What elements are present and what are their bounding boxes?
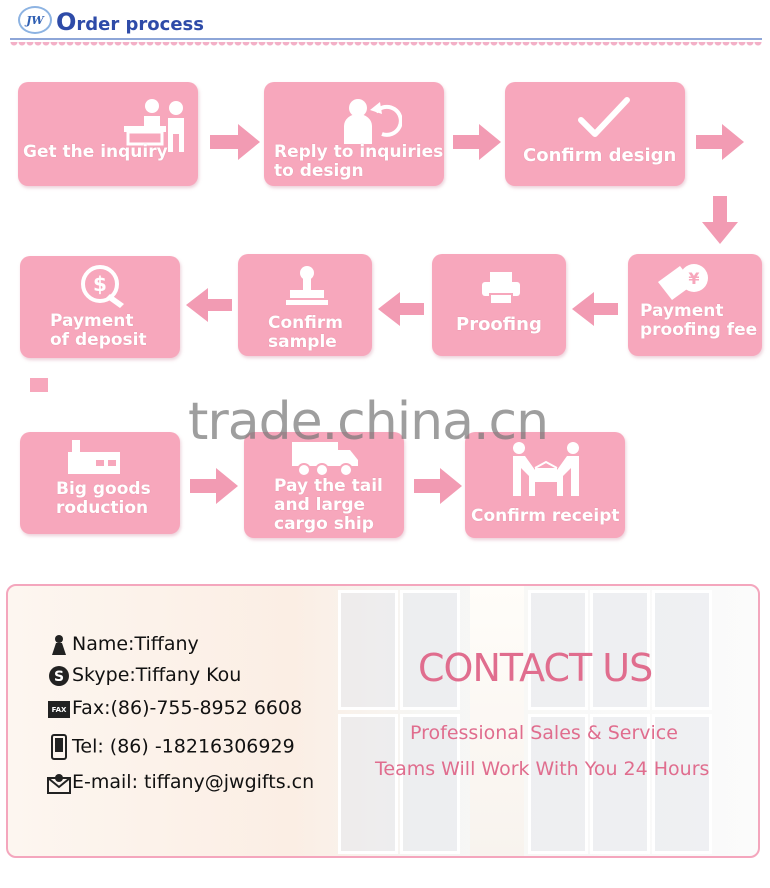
svg-text:¥: ¥ [688,269,699,288]
step-label: Big goods roduction [56,479,151,518]
window-pane [528,590,588,710]
step-proofing: Proofing [432,254,566,356]
contact-email[interactable]: E-mail: tiffany@jwgifts.cn [72,771,315,793]
contact-us-title: CONTACT US [418,646,653,690]
step-label: Get the inquiry [23,142,168,162]
arrow-right-1 [210,124,260,164]
dollar-coin-icon: $ [81,265,124,308]
contact-fax-row: FAX Fax:(86)-755-8952 6608 [46,697,302,720]
fax-icon: FAX [48,700,70,718]
window-pane [652,714,712,854]
step-get-inquiry: Get the inquiry [18,82,198,186]
phone-icon [51,734,67,760]
window-pane [652,590,712,710]
step-label: Payment of deposit [50,311,147,350]
truck-icon [292,442,358,477]
yen-payment-icon: ¥ [658,264,708,300]
contact-panel [6,584,760,858]
step-confirm-design: Confirm design [505,82,685,186]
contact-subtitle-2: Teams Will Work With You 24 Hours [375,758,710,780]
arrow-left-2 [378,292,424,330]
step-big-goods-production: Big goods roduction [20,432,180,534]
step-label: Confirm design [523,145,677,166]
step-label: Confirm sample [268,313,343,352]
window-pane [400,714,460,854]
contact-subtitle-1: Professional Sales & Service [410,722,678,744]
checkmark-icon [578,97,630,137]
step-pay-tail-cargo-ship: Pay the tail and large cargo ship [244,432,404,538]
contact-tel[interactable]: Tel: (86) -18216306929 [72,735,295,758]
arrow-right-3 [696,124,744,164]
window-pane [400,590,460,710]
step-confirm-receipt: Confirm receipt [465,432,625,538]
ceiling-light [470,586,524,856]
contact-skype-row: S Skype:Tiffany Kou [46,664,241,687]
arrow-right-2 [453,124,501,164]
window-pane [338,590,398,710]
receive-box-icon [513,442,579,496]
window-pane [528,714,588,854]
step-payment-proofing-fee: ¥ Payment proofing fee [628,254,762,356]
skype-icon: S [49,665,69,686]
window-pane [338,714,398,854]
contact-tel-row: Tel: (86) -18216306929 [46,734,295,760]
contact-skype[interactable]: Skype:Tiffany Kou [72,664,242,686]
contact-name-row: Name:Tiffany [46,633,199,656]
step-payment-deposit: $ Payment of deposit [20,256,180,358]
step-label: Confirm receipt [471,506,620,526]
watermark: trade.china.cn [188,392,549,452]
arrow-down [702,196,738,248]
arrow-right-4 [190,468,238,508]
window-pane [590,714,650,854]
factory-icon [68,440,120,474]
reception-desk-icon [124,99,184,152]
title-first-letter: O [56,8,77,36]
step-reply-inquiries: Reply to inquiries to design [264,82,444,186]
step-label: Proofing [456,314,542,335]
email-icon [47,773,71,794]
reply-person-icon [344,99,402,144]
contact-email-row: E-mail: tiffany@jwgifts.cn [46,771,314,794]
person-icon [52,634,66,655]
pink-marker [30,378,48,392]
step-confirm-sample: Confirm sample [238,254,372,356]
title-rest: rder process [76,14,204,35]
printer-icon [482,272,520,305]
step-label: Payment proofing fee [640,301,758,340]
svg-text:$: $ [93,272,107,296]
contact-name: Name:Tiffany [72,633,199,655]
fax-icon-text: FAX [52,706,67,714]
svg-text:S: S [54,669,64,685]
window-pane [590,590,650,710]
logo-text: JW [26,13,44,27]
stamp-icon [286,266,328,305]
header-divider [10,38,762,52]
arrow-left-1 [572,292,618,330]
step-label: Pay the tail and large cargo ship [274,476,383,534]
step-label: Reply to inquiries to design [274,142,444,181]
arrow-right-5 [414,468,462,508]
page-title: Order process [56,8,204,36]
contact-fax: Fax:(86)-755-8952 6608 [72,697,303,719]
company-logo: JW [18,6,52,34]
arrow-left-3 [186,288,232,326]
